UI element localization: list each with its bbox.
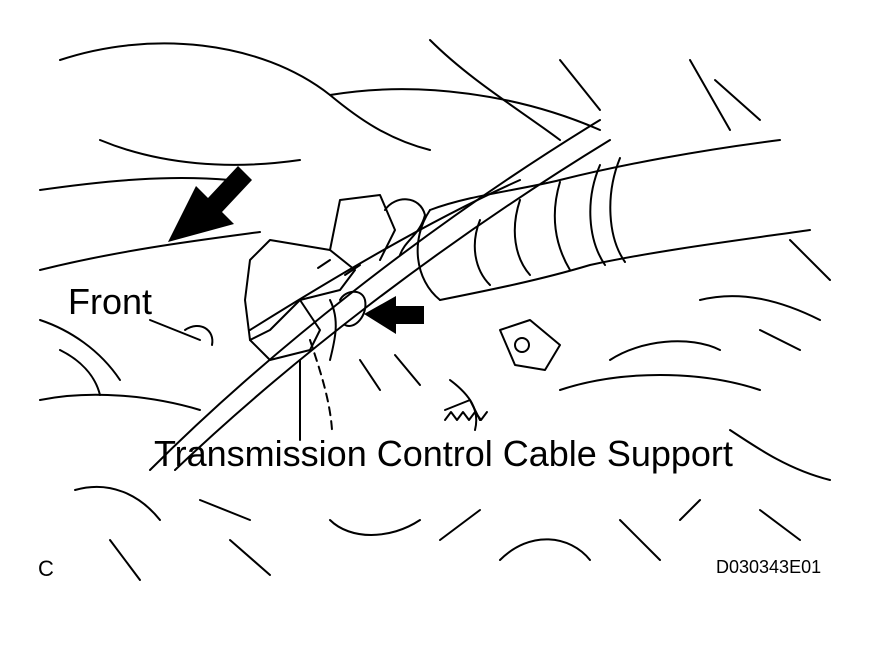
cable-sheath-tube bbox=[416, 139, 811, 301]
arrow-down-left-icon bbox=[168, 166, 252, 242]
engine-background-linework bbox=[39, 39, 831, 581]
arrow-left-icon bbox=[364, 296, 424, 334]
corner-letter-label: C bbox=[38, 556, 54, 581]
cable-support-bracket bbox=[244, 194, 426, 441]
spring-coil bbox=[444, 411, 488, 421]
transmission-control-cable bbox=[149, 119, 611, 471]
part-name-label: Transmission Control Cable Support bbox=[154, 433, 733, 474]
front-direction-label: Front bbox=[68, 281, 153, 322]
figure-code-label: D030343E01 bbox=[716, 557, 822, 577]
